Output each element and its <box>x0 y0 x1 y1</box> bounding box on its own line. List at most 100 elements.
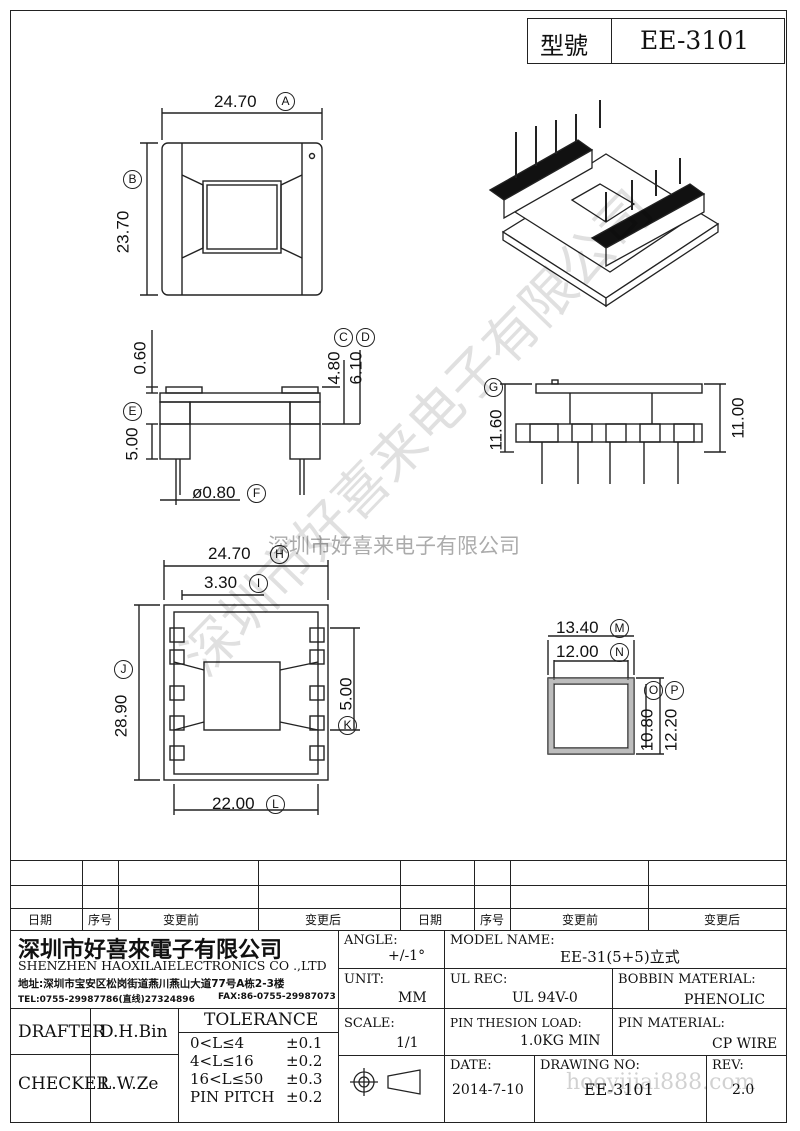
dim-id-i: I <box>249 574 268 593</box>
rev-col-3 <box>258 860 259 930</box>
dim-l: 22.00 <box>212 794 255 813</box>
rev-row-line-2 <box>10 908 787 909</box>
dim-side-height: 11.00 <box>728 397 748 439</box>
checker-label: CHECKER <box>18 1074 110 1094</box>
rev-header-before-1: 变更前 <box>163 913 200 927</box>
unit-label: UNIT: <box>344 972 385 987</box>
rev-header-no-2: 序号 <box>480 913 505 927</box>
rev-header-date-2: 日期 <box>418 913 443 927</box>
dim-id-e: E <box>123 402 142 421</box>
rev-col-4 <box>400 860 401 930</box>
rev-col-5 <box>474 860 475 930</box>
dim-id-a: A <box>276 92 295 111</box>
company-name-en: SHENZHEN HAOXILAIELECTRONICS CO .,LTD <box>18 958 327 973</box>
scale-value: 1/1 <box>396 1035 419 1051</box>
tb-v-1 <box>338 930 339 1123</box>
tol-range-4: PIN PITCH <box>190 1088 275 1106</box>
revision-table <box>10 860 787 930</box>
dim-id-o: O <box>644 681 663 700</box>
dim-n: 12.00 <box>556 642 599 661</box>
dim-id-f: F <box>247 484 266 503</box>
bobbin-label: BOBBIN MATERIAL: <box>618 972 756 987</box>
dim-o: 10.80 <box>637 708 657 752</box>
tol-value-3: ±0.3 <box>286 1070 323 1088</box>
dim-g: 11.60 <box>486 409 506 451</box>
angle-value: +/-1° <box>388 948 426 964</box>
tolerance-title: TOLERANCE <box>204 1010 319 1030</box>
tb-v-3 <box>612 968 613 1055</box>
rev-col-1 <box>82 860 83 930</box>
dim-i: 3.30 <box>204 573 238 592</box>
tb-v-5 <box>706 1055 707 1123</box>
dim-id-d: D <box>356 328 375 347</box>
checker-name: L.W.Ze <box>100 1074 159 1094</box>
rev-col-7 <box>648 860 649 930</box>
dim-p: 12.20 <box>661 708 681 752</box>
model-box <box>527 18 785 64</box>
model-number: EE-3101 <box>640 26 750 55</box>
company-name-cn: 深圳市好喜來電子有限公司 <box>18 938 283 963</box>
rev-label: REV: <box>712 1058 744 1073</box>
date-value: 2014-7-10 <box>452 1082 524 1098</box>
dim-h: 24.70 <box>208 544 251 563</box>
rev-header-after-1: 变更后 <box>305 913 342 927</box>
tb-h-5 <box>178 1032 338 1033</box>
rev-header-no-1: 序号 <box>88 913 113 927</box>
dim-id-h: H <box>270 545 289 564</box>
dim-id-k: K <box>338 716 357 735</box>
dim-id-g: G <box>484 378 503 397</box>
dim-id-l: L <box>266 795 285 814</box>
scale-label: SCALE: <box>344 1016 395 1031</box>
watermark-url: hooyijiai888.com <box>566 1070 756 1095</box>
date-label: DATE: <box>450 1058 492 1073</box>
tb-v-7 <box>178 1008 179 1123</box>
angle-label: ANGLE: <box>344 933 398 948</box>
company-fax: FAX:86-0755-29987073 <box>218 992 336 1002</box>
drawing-sheet <box>10 10 787 1123</box>
tol-range-3: 16<L≤50 <box>190 1070 264 1088</box>
tb-v-6 <box>90 1008 91 1123</box>
tb-v-2 <box>444 930 445 1123</box>
tol-value-2: ±0.2 <box>286 1052 323 1070</box>
tol-value-4: ±0.2 <box>286 1088 323 1106</box>
dim-top-height: 23.70 <box>113 210 133 254</box>
drawing-no-label: DRAWING NO: <box>540 1058 640 1073</box>
model-name-label: MODEL NAME: <box>450 933 555 948</box>
dim-j: 28.90 <box>111 694 131 738</box>
tb-h-3 <box>338 1055 787 1056</box>
technical-drawing <box>134 100 726 815</box>
tol-range-1: 0<L≤4 <box>190 1034 245 1052</box>
drawing-no-value: EE-3101 <box>584 1080 654 1099</box>
dim-e: 5.00 <box>122 427 142 461</box>
model-box-divider <box>611 18 612 64</box>
ul-value: UL 94V-0 <box>512 990 578 1006</box>
tb-h-2 <box>10 1008 787 1009</box>
dim-id-m: M <box>610 619 629 638</box>
dim-k: 5.00 <box>336 677 356 711</box>
rev-value: 2.0 <box>732 1082 755 1098</box>
model-label: 型號 <box>540 32 588 60</box>
dim-top-width: 24.70 <box>214 92 257 111</box>
pin-load-value: 1.0KG MIN <box>520 1033 601 1049</box>
pin-material-value: CP WIRE <box>712 1036 778 1052</box>
rev-header-before-2: 变更前 <box>562 913 599 927</box>
dim-m: 13.40 <box>556 618 599 637</box>
bobbin-value: PHENOLIC <box>684 992 766 1008</box>
dim-gap: 0.60 <box>130 341 150 375</box>
dim-f: ø0.80 <box>192 483 236 502</box>
tol-range-2: 4<L≤16 <box>190 1052 254 1070</box>
rev-row-line-1 <box>10 885 787 886</box>
dim-id-b: B <box>123 170 142 189</box>
pin-load-label: PIN THESION LOAD: <box>450 1016 582 1030</box>
tol-value-1: ±0.1 <box>286 1034 323 1052</box>
tb-v-4 <box>534 1055 535 1123</box>
tb-h-4 <box>10 1054 178 1055</box>
drafter-name: D.H.Bin <box>100 1022 168 1042</box>
rev-col-2 <box>118 860 119 930</box>
ul-label: UL REC: <box>450 972 508 987</box>
dim-id-p: P <box>665 681 684 700</box>
rev-header-after-2: 变更后 <box>704 913 741 927</box>
dim-d: 6.10 <box>346 351 366 385</box>
dim-id-c: C <box>334 328 353 347</box>
drafter-label: DRAFTER <box>18 1022 106 1042</box>
